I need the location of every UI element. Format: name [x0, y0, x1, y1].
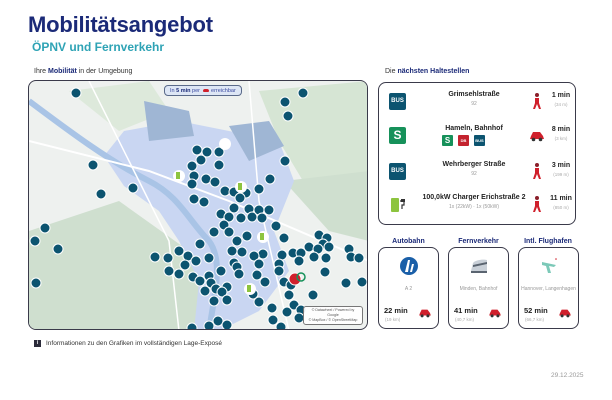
- travel-time: 22 min: [384, 306, 408, 315]
- travel-distance: (66,7 km): [525, 317, 545, 322]
- stop-name: Hameln, Bahnhof: [445, 125, 503, 132]
- travel-time: 52 min: [524, 306, 548, 315]
- train-icon: [471, 259, 487, 273]
- map-label-prefix: Ihre: [34, 68, 47, 75]
- chip-mid: per: [192, 88, 200, 94]
- attribution-line2[interactable]: © MapBox / © OpenStreetMap: [308, 318, 358, 322]
- reachability-chip: In 5 min per erreichbar: [164, 85, 242, 96]
- info-icon: i: [34, 340, 41, 347]
- travel-heading-flughafen: Intl. Flughafen: [524, 238, 572, 245]
- footnote: i Informationen zu den Grafiken im volls…: [34, 340, 222, 347]
- stop-row[interactable]: S Hameln, Bahnhof S DB BUS 8 min (3 km): [379, 120, 577, 152]
- stop-row[interactable]: BUS Grimsehlstraße 92 1 min (34 m): [379, 86, 577, 118]
- travel-card-autobahn[interactable]: A 2 22 min (19 km): [378, 247, 439, 329]
- stop-badges: S DB BUS: [442, 135, 485, 146]
- travel-heading-autobahn: Autobahn: [392, 238, 425, 245]
- car-icon: [202, 89, 209, 93]
- chip-bold: 5 min: [176, 88, 191, 94]
- stops-card: BUS Grimsehlstraße 92 1 min (34 m) S Ham…: [378, 82, 576, 225]
- travel-card-flughafen[interactable]: Hannover, Langenhagen 52 min (66,7 km): [518, 247, 579, 329]
- autobahn-icon: [400, 257, 418, 275]
- db-badge-icon: DB: [458, 135, 469, 146]
- stop-row[interactable]: BUS Wehrberger Straße 92 3 min (199 m): [379, 156, 577, 188]
- chip-prefix: In: [170, 88, 175, 94]
- stop-line: 92: [471, 171, 477, 177]
- walk-icon: [533, 163, 541, 179]
- page-title: Mobilitätsangebot: [28, 12, 213, 37]
- stop-distance: (34 m): [554, 102, 568, 107]
- travel-heading-fernverkehr: Fernverkehr: [458, 238, 499, 245]
- walk-icon: [533, 93, 541, 109]
- car-icon: [559, 309, 571, 318]
- travel-destination: Hannover, Langenhagen: [521, 286, 576, 292]
- bus-icon: BUS: [389, 93, 406, 110]
- walk-icon: [533, 196, 541, 212]
- travel-distance: (40,7 km): [455, 317, 475, 322]
- travel-destination: A 2: [404, 286, 413, 292]
- map-label-bold: Mobilität: [48, 68, 77, 75]
- stop-distance: (850 m): [553, 205, 569, 210]
- stops-heading-bold: nächsten Haltestellen: [397, 68, 470, 75]
- travel-card-fernverkehr[interactable]: Minden, Bahnhof 41 min (40,7 km): [448, 247, 509, 329]
- mobility-map[interactable]: In 5 min per erreichbar © Datawheel / Po…: [28, 80, 368, 330]
- chip-suffix: erreichbar: [211, 88, 236, 94]
- stop-time: 11 min: [550, 195, 572, 202]
- car-icon: [489, 309, 501, 318]
- stop-line: 1x (22kW) · 1x (50kW): [448, 204, 499, 210]
- travel-destination: Minden, Bahnhof: [459, 286, 498, 292]
- map-canvas: [29, 81, 367, 329]
- car-icon: [530, 132, 544, 142]
- map-attribution[interactable]: © Datawheel / Powered by Google © MapBox…: [303, 306, 363, 325]
- travel-time: 41 min: [454, 306, 478, 315]
- stop-line: 92: [471, 101, 477, 107]
- stop-name: Grimsehlstraße: [448, 91, 500, 98]
- stop-name: Wehrberger Straße: [442, 161, 506, 168]
- stop-distance: (199 m): [553, 172, 569, 177]
- travel-distance: (19 km): [385, 317, 401, 322]
- stop-distance: (3 km): [554, 136, 568, 141]
- date: 29.12.2025: [551, 372, 584, 379]
- footnote-text: Informationen zu den Grafiken im vollstä…: [46, 340, 222, 347]
- stop-time: 1 min: [551, 92, 571, 99]
- stop-name: 100,0kW Charger Erichstraße 2: [422, 194, 526, 201]
- charger-icon: [391, 198, 405, 212]
- airplane-icon: [542, 258, 557, 273]
- stops-heading-prefix: Die: [385, 68, 396, 75]
- bus-icon: BUS: [389, 163, 406, 180]
- sbahn-badge-icon: S: [442, 135, 453, 146]
- car-icon: [419, 309, 431, 318]
- stop-time: 8 min: [551, 126, 571, 133]
- stops-heading: Die nächsten Haltestellen: [385, 68, 469, 75]
- stop-row[interactable]: 100,0kW Charger Erichstraße 2 1x (22kW) …: [379, 189, 577, 221]
- stop-time: 3 min: [551, 162, 571, 169]
- page-subtitle: ÖPNV und Fernverkehr: [32, 40, 165, 54]
- map-label: Ihre Mobilität in der Umgebung: [34, 68, 132, 75]
- sbahn-icon: S: [389, 127, 406, 144]
- map-label-suffix: in der Umgebung: [78, 68, 133, 75]
- attribution-line1[interactable]: © Datawheel / Powered by Google: [311, 308, 355, 317]
- bus-badge-icon: BUS: [474, 135, 485, 146]
